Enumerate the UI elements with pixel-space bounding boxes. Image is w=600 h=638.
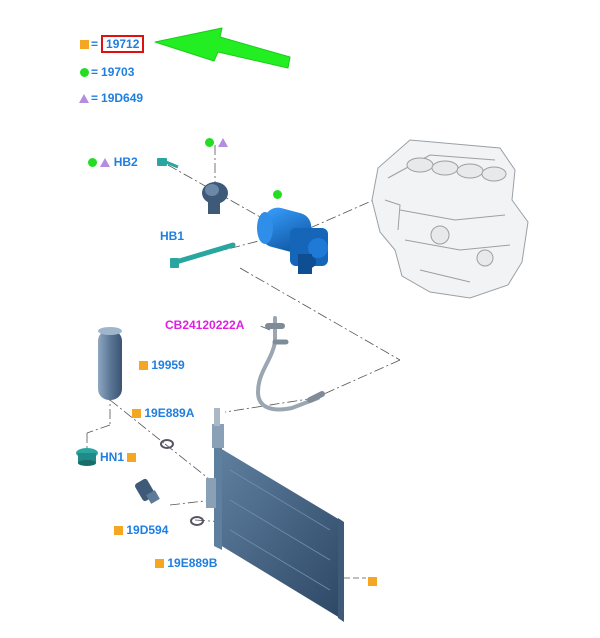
- square-symbol: [114, 526, 123, 536]
- callout-19e889b: 19E889B: [155, 556, 217, 570]
- callout-hn1: HN1: [100, 450, 137, 464]
- legend-row-19d649: =19D649: [79, 91, 143, 105]
- callout-condenser: [368, 573, 377, 591]
- square-symbol[interactable]: [368, 577, 377, 587]
- callout-hb2-label[interactable]: HB2: [113, 155, 138, 169]
- triangle-symbol: [100, 158, 111, 168]
- legend-row-19703: =19703: [80, 65, 134, 79]
- callout-19e889b-label[interactable]: 19E889B: [167, 556, 218, 570]
- bracket-part: [202, 182, 228, 214]
- callout-19959-label[interactable]: 19959: [151, 358, 185, 372]
- dot-symbol: [205, 138, 214, 148]
- green-arrow-icon: [154, 27, 291, 69]
- callout-cb-label[interactable]: CB24120222A: [165, 318, 245, 332]
- square-symbol: [139, 361, 148, 371]
- square-symbol: [155, 559, 164, 569]
- ac-hose: [255, 316, 325, 412]
- triangle-symbol: [79, 94, 89, 104]
- callout-19e889a-label[interactable]: 19E889A: [144, 406, 195, 420]
- dot-symbol: [273, 190, 282, 200]
- callout-cb24120222a: CB24120222A: [165, 318, 244, 332]
- legend-row-19712: =19712: [80, 35, 145, 53]
- triangle-symbol: [218, 138, 229, 148]
- engine-block: [371, 139, 529, 299]
- square-symbol: [80, 40, 89, 50]
- hb1-bolt: [170, 242, 236, 268]
- square-symbol: [127, 453, 137, 463]
- bracket-symbols: [205, 134, 229, 152]
- hn1-plug: [76, 448, 98, 466]
- hb2-bolt: [157, 158, 179, 169]
- o-ring-a: [160, 439, 174, 449]
- dot-symbol: [88, 158, 97, 168]
- legend-code-19703[interactable]: 19703: [101, 65, 135, 79]
- legend-code-19d649[interactable]: 19D649: [101, 91, 144, 105]
- callout-19e889a: 19E889A: [132, 406, 194, 420]
- callout-19d594-label[interactable]: 19D594: [126, 523, 169, 537]
- condenser: [206, 408, 344, 622]
- legend-code-19712[interactable]: 19712: [101, 35, 145, 53]
- callout-hn1-label[interactable]: HN1: [100, 450, 125, 464]
- callout-19959: 19959: [139, 358, 185, 372]
- callout-hb2: HB2: [88, 155, 138, 169]
- pressure-sensor: [135, 478, 160, 504]
- leader-lines: [86, 145, 401, 523]
- square-symbol: [132, 409, 141, 419]
- compressor: [257, 207, 328, 274]
- callout-hb1-label[interactable]: HB1: [160, 229, 185, 243]
- dot-symbol: [80, 68, 89, 78]
- compressor-symbols: [273, 186, 282, 204]
- o-ring-b: [190, 516, 204, 526]
- callout-19d594: 19D594: [114, 523, 168, 537]
- receiver-dryer: [98, 327, 122, 400]
- callout-hb1: HB1: [160, 229, 184, 243]
